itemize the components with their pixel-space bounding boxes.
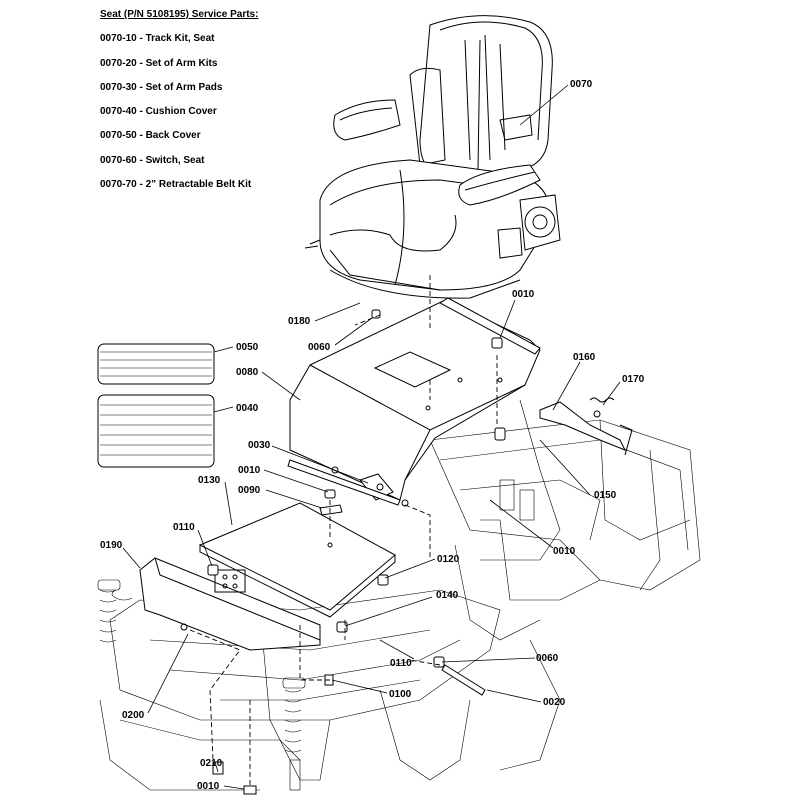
callout-0200: 0200	[122, 710, 145, 721]
callout-0010-right: 0010	[553, 546, 576, 557]
callout-0010-bottom: 0010	[197, 781, 220, 792]
callout-0180: 0180	[288, 316, 311, 327]
callout-0150: 0150	[594, 490, 617, 501]
lower-pan	[198, 502, 396, 618]
service-part-item-1: 0070-10 - Track Kit, Seat	[100, 33, 215, 45]
callout-0110-bottom: 0110	[390, 658, 412, 669]
callout-0040: 0040	[236, 403, 259, 414]
hardware	[207, 309, 506, 795]
callout-0050: 0050	[236, 342, 259, 353]
service-parts-list: Seat (P/N 5108195) Service Parts: 0070-1…	[100, 3, 258, 197]
back-cover-0040-icon	[97, 394, 215, 468]
callout-0020: 0020	[543, 697, 566, 708]
callout-0130: 0130	[198, 475, 221, 486]
callout-0030: 0030	[248, 440, 271, 451]
rear-bracket	[139, 557, 321, 651]
service-part-item-7: 0070-70 - 2” Retractable Belt Kit	[100, 179, 252, 191]
service-part-item-2: 0070-20 - Set of Arm Kits	[100, 57, 218, 69]
callout-0210: 0210	[200, 758, 223, 769]
callout-0110-left: 0110	[173, 522, 195, 533]
service-part-item-6: 0070-60 - Switch, Seat	[100, 154, 205, 166]
shock-absorbers	[97, 579, 306, 791]
callout-0170: 0170	[622, 374, 645, 385]
callout-0160: 0160	[573, 352, 596, 363]
callout-0010-mid: 0010	[238, 465, 261, 476]
service-part-item-3: 0070-30 - Set of Arm Pads	[100, 81, 223, 93]
service-parts-header: Seat (P/N 5108195) Service Parts:	[100, 9, 259, 20]
seat-assembly	[304, 15, 561, 299]
callout-0190: 0190	[100, 540, 123, 551]
callout-labels: 0070 0010 0180 0060 0050 0080 0160 0170 …	[100, 79, 645, 792]
callout-0120: 0120	[437, 554, 460, 565]
callout-0060-bottom: 0060	[536, 653, 559, 664]
callout-0080: 0080	[236, 367, 259, 378]
callout-0090: 0090	[238, 485, 261, 496]
service-part-item-4: 0070-40 - Cushion Cover	[100, 106, 217, 118]
seat-switch-bracket	[539, 397, 633, 456]
cushion-cover-0050-icon	[97, 343, 215, 385]
callout-0010-top: 0010	[512, 289, 535, 300]
callout-0070: 0070	[570, 79, 593, 90]
leader-lines	[122, 84, 621, 790]
service-part-item-5: 0070-50 - Back Cover	[100, 130, 201, 142]
seat-mounting-plate	[287, 297, 541, 507]
assembly-dash-lines	[189, 275, 498, 785]
callout-0140: 0140	[436, 590, 459, 601]
callout-0060-top: 0060	[308, 342, 331, 353]
callout-0100: 0100	[389, 689, 412, 700]
